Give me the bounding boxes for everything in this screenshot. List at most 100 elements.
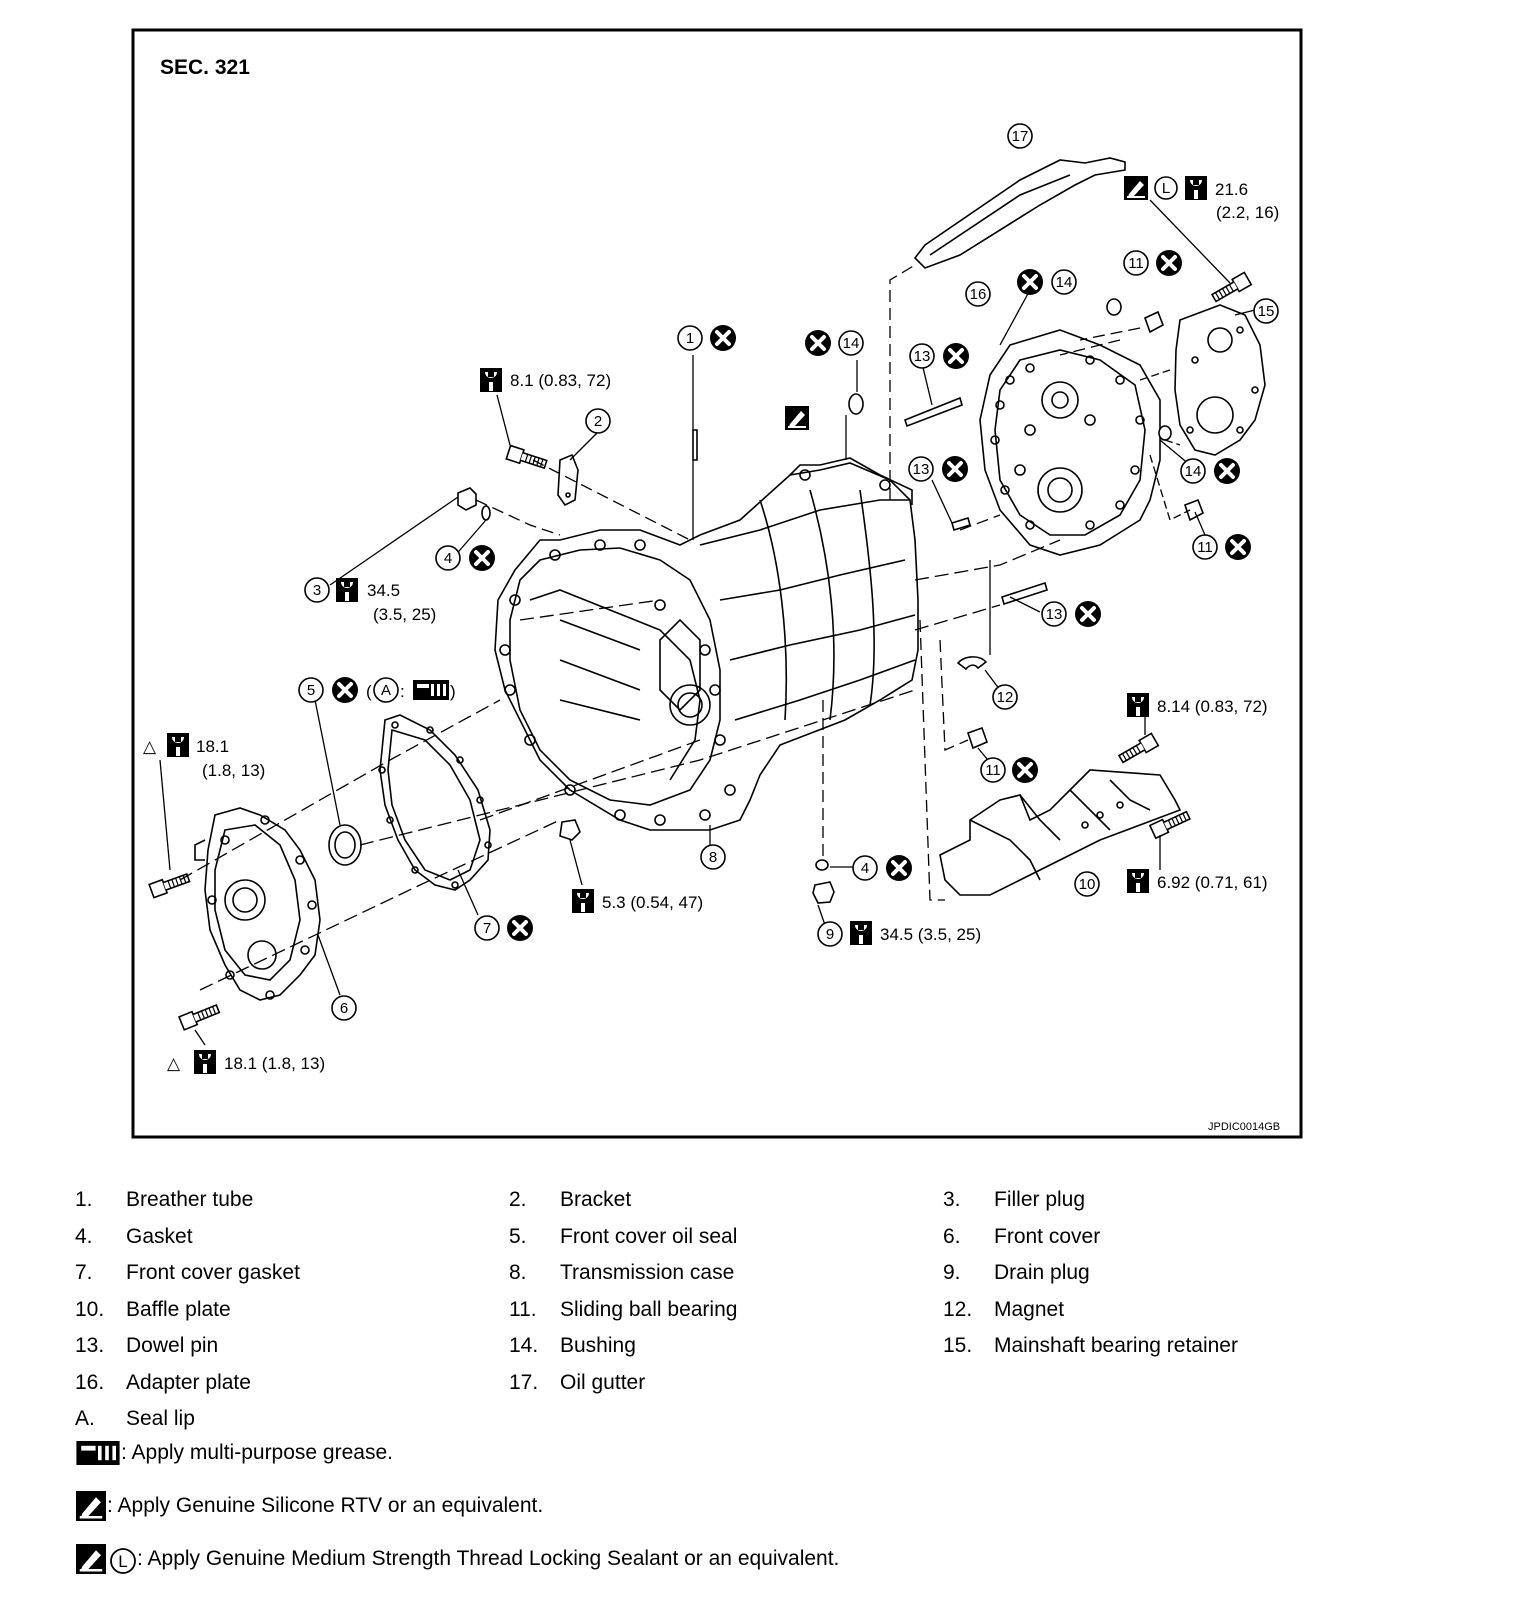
legend-item: 17.Oil gutter [509, 1370, 646, 1394]
torque-bracket-bolt: 8.1 (0.83, 72) [480, 368, 611, 392]
callout-6: 6 [331, 995, 357, 1021]
baffle-plate [939, 769, 1182, 896]
svg-text:11: 11 [1128, 255, 1144, 272]
legend-row: 13.Dowel pin 14.Bushing 15.Mainshaft bea… [75, 1328, 1415, 1365]
legend-item: 13.Dowel pin [75, 1334, 219, 1358]
legend-item: 6.Front cover [943, 1224, 1101, 1248]
svg-text:8.1 (0.83, 72): 8.1 (0.83, 72) [510, 371, 611, 390]
front-cover [194, 807, 321, 1001]
callout-11-right: 11 [1192, 532, 1253, 562]
callout-12: 12 [992, 684, 1018, 710]
legend-item: A.Seal lip [75, 1407, 195, 1431]
svg-text:(2.2, 16): (2.2, 16) [1216, 203, 1279, 222]
callout-3: 3 34.5 (3.5, 25) [304, 577, 436, 624]
rtv-icon [76, 1491, 106, 1521]
svg-text:9: 9 [826, 926, 834, 943]
svg-text:5.3 (0.54, 47): 5.3 (0.54, 47) [602, 893, 703, 912]
callout-7: 7 [474, 913, 535, 943]
legend-item: 2.Bracket [509, 1188, 632, 1212]
svg-text:△: △ [167, 1054, 181, 1073]
svg-text:6.92 (0.71, 61): 6.92 (0.71, 61) [1157, 873, 1268, 892]
svg-text:21.6: 21.6 [1215, 180, 1248, 199]
legend-item: 10.Baffle plate [75, 1297, 231, 1321]
legend-row: 7.Front cover gasket 8.Transmission case… [75, 1255, 1415, 1292]
legend-item: 15.Mainshaft bearing retainer [943, 1334, 1238, 1358]
callout-14-right: 14 [1180, 456, 1242, 486]
callout-4-top: 4 [435, 543, 497, 573]
torque-retainer-bolt: L 21.6 (2.2, 16) [1124, 176, 1279, 222]
svg-text:L: L [1162, 180, 1170, 197]
legend-item: 11.Sliding ball bearing [509, 1297, 738, 1321]
callout-1: 1 [677, 323, 738, 353]
svg-text:12: 12 [997, 689, 1014, 706]
svg-text:(1.8, 13): (1.8, 13) [202, 761, 265, 780]
legend-item: 14.Bushing [509, 1334, 636, 1358]
svg-text:5: 5 [307, 682, 315, 699]
svg-text:3: 3 [313, 582, 321, 599]
svg-text:15: 15 [1258, 303, 1275, 320]
svg-text:(: ( [366, 682, 372, 701]
svg-text:18.1 (1.8, 13): 18.1 (1.8, 13) [224, 1054, 325, 1073]
svg-text:18.1: 18.1 [196, 737, 229, 756]
section-number: SEC. 321 [160, 56, 250, 79]
svg-text:(3.5, 25): (3.5, 25) [373, 605, 436, 624]
torque-baffle-lower: 6.92 (0.71, 61) [1127, 869, 1268, 893]
svg-text:L: L [118, 1552, 127, 1571]
figure-code: JPDIC0014GB [1208, 1121, 1280, 1133]
callout-11-lower: 11 [980, 755, 1040, 785]
callout-5: 5 ( A : ) [298, 675, 456, 705]
rtv-locking-icon: L [76, 1544, 136, 1574]
note-rtv: : Apply Genuine Silicone RTV or an equiv… [75, 1491, 839, 1521]
legend-item: 16.Adapter plate [75, 1370, 251, 1394]
note-locking: L : Apply Genuine Medium Strength Thread… [75, 1544, 839, 1574]
callout-16: 16 [965, 281, 991, 307]
svg-text:34.5 (3.5, 25): 34.5 (3.5, 25) [880, 925, 981, 944]
svg-text:34.5: 34.5 [367, 581, 400, 600]
callout-2: 2 [585, 408, 611, 434]
svg-text:11: 11 [985, 762, 1001, 779]
callout-13-top: 13 [909, 341, 971, 371]
svg-text:6: 6 [340, 1000, 348, 1017]
svg-text:14: 14 [1185, 463, 1202, 480]
svg-text:13: 13 [1046, 606, 1063, 623]
legend-item: 5.Front cover oil seal [509, 1224, 738, 1248]
callout-10: 10 [1074, 871, 1100, 897]
svg-text:1: 1 [686, 330, 694, 347]
legend-row: 10.Baffle plate 11.Sliding ball bearing … [75, 1292, 1415, 1329]
legend-item: 1.Breather tube [75, 1188, 254, 1212]
svg-text:14: 14 [843, 335, 860, 352]
callout-9: 9 34.5 (3.5, 25) [817, 921, 981, 947]
torque-front-cover-upper: △ 18.1 (1.8, 13) [143, 733, 265, 780]
callout-13-middle: 13 [908, 454, 970, 484]
diagram-frame [131, 28, 1303, 1139]
svg-text:16: 16 [970, 286, 987, 303]
svg-text:2: 2 [594, 413, 602, 430]
svg-text:7: 7 [483, 920, 491, 937]
parts-legend: 1.Breather tube 2.Bracket 3.Filler plug … [75, 1182, 1415, 1438]
svg-text:): ) [450, 682, 456, 701]
leader-lines [159, 199, 1256, 1046]
oil-gutter [913, 157, 1126, 269]
front-cover-oil-seal [328, 824, 362, 866]
note-grease: : Apply multi-purpose grease. [75, 1440, 839, 1466]
torque-front-cover-lower: △ 18.1 (1.8, 13) [167, 1050, 325, 1074]
symbol-notes: : Apply multi-purpose grease. : Apply Ge… [75, 1440, 839, 1599]
legend-row: A.Seal lip [75, 1401, 1415, 1438]
svg-text:△: △ [143, 737, 157, 756]
callout-15: 15 [1253, 298, 1279, 324]
adapter-plate [979, 329, 1161, 556]
svg-text:13: 13 [914, 348, 931, 365]
callout-17: 17 [1007, 123, 1033, 149]
svg-text:17: 17 [1012, 128, 1029, 145]
svg-text:8.14 (0.83, 72): 8.14 (0.83, 72) [1157, 697, 1268, 716]
legend-item: 7.Front cover gasket [75, 1261, 300, 1285]
callout-13-lower: 13 [1041, 599, 1103, 629]
svg-text:14: 14 [1056, 274, 1073, 291]
legend-item: 4.Gasket [75, 1224, 193, 1248]
svg-text:4: 4 [861, 860, 869, 877]
transmission-case [494, 457, 919, 831]
rtv-icon [785, 406, 809, 430]
legend-item: 8.Transmission case [509, 1261, 735, 1285]
svg-text::: : [400, 682, 405, 701]
